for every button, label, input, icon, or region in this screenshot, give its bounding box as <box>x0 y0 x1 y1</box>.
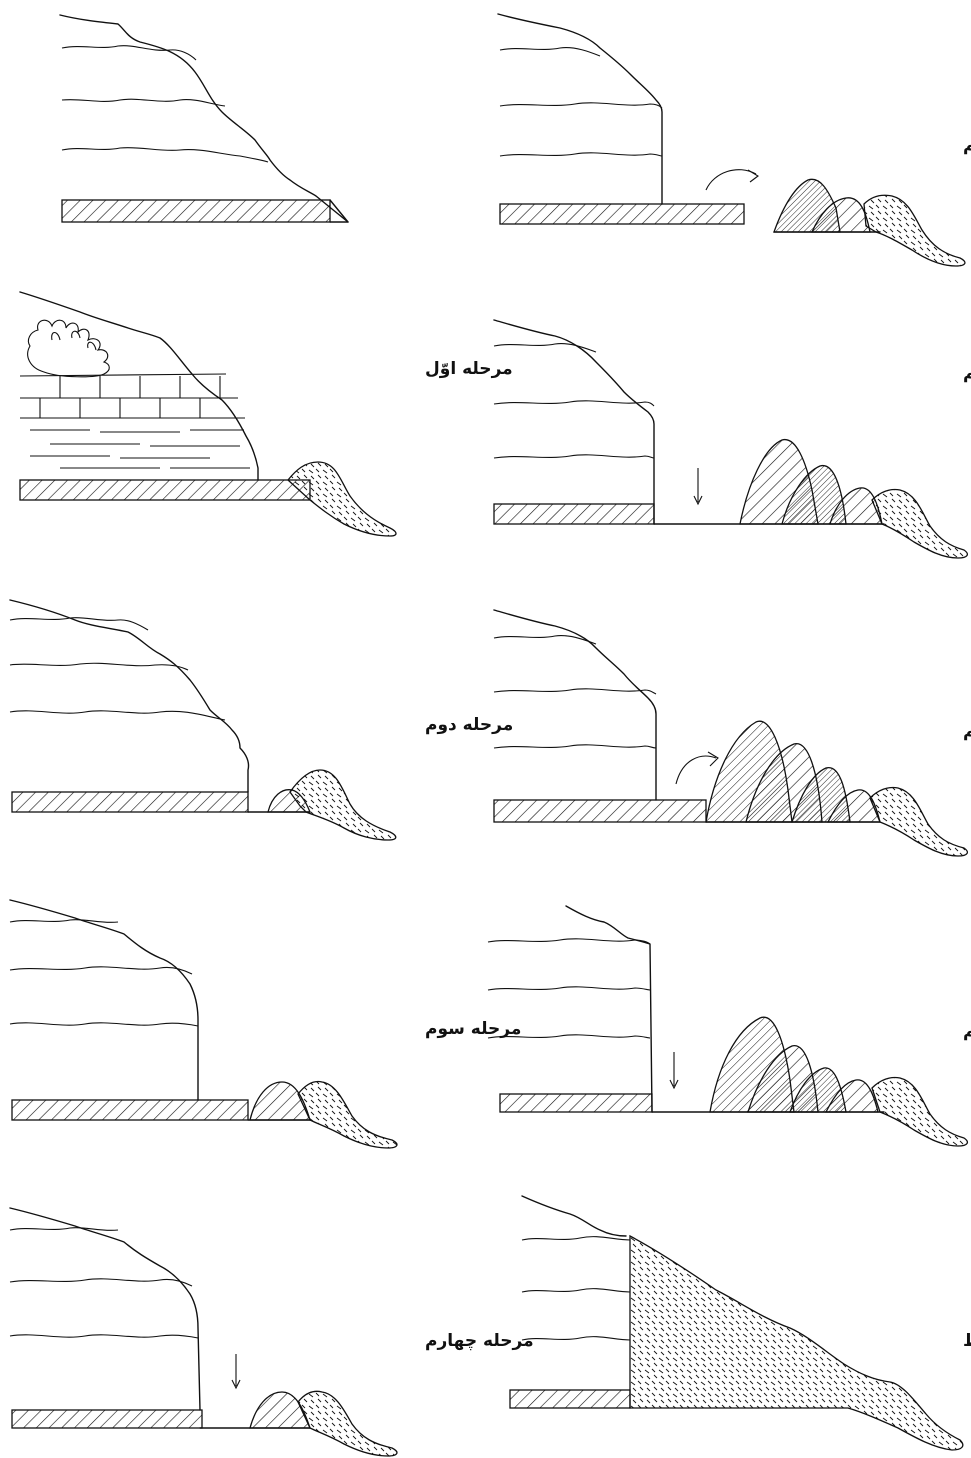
panel-stage-6: مرحله ششم <box>494 320 971 558</box>
label-stage-6: مرحله ششم <box>963 363 971 383</box>
label-stage-2: مرحله دوم <box>425 715 513 735</box>
bench-floor <box>20 480 310 500</box>
label-stage-7: مرحله هفتم <box>963 721 971 741</box>
panel-stage-5: مرحله پنجم <box>498 14 971 266</box>
bench-floor <box>12 1100 248 1120</box>
bench-floor <box>12 1410 202 1428</box>
bench-floor <box>510 1390 630 1408</box>
waste-dump <box>872 1077 967 1146</box>
bench-floor <box>12 792 248 812</box>
label-restoration: بازسازی محیط <box>963 1331 971 1351</box>
waste-dump <box>290 770 396 840</box>
waste-dump <box>298 1391 397 1456</box>
label-stage-5: مرحله پنجم <box>963 135 971 155</box>
curved-arrow <box>706 170 756 190</box>
bench-floor <box>62 200 330 222</box>
curved-arrow <box>676 756 716 784</box>
label-stage-8: مرحله هشتم <box>963 1021 971 1041</box>
waste-dump <box>864 195 965 266</box>
panel-stage-8: مرحله هشتم <box>488 906 971 1146</box>
backfill <box>630 1236 963 1450</box>
bench-floor <box>500 1094 652 1112</box>
label-stage-3: مرحله سوم <box>425 1019 521 1039</box>
waste-dump <box>298 1082 397 1149</box>
label-stage-4: مرحله چهارم <box>425 1331 534 1351</box>
bench-floor <box>494 800 706 822</box>
panel-stage-7: مرحله هفتم <box>494 610 971 856</box>
panel-stage-4: مرحله چهارم <box>10 1208 534 1456</box>
label-stage-1: مرحله اوّل <box>425 359 513 379</box>
panel-restoration: بازسازی محیط <box>510 1196 971 1450</box>
panel-stage-3: مرحله سوم <box>10 900 521 1148</box>
panel-initial-terrain <box>60 15 348 222</box>
bench-floor <box>500 204 744 224</box>
panel-stage-2: مرحله دوم <box>10 600 513 840</box>
bench-floor <box>494 504 654 524</box>
panel-stage-1: مرحله اوّل <box>20 292 513 536</box>
waste-dump <box>872 489 967 558</box>
waste-dump <box>870 787 967 856</box>
